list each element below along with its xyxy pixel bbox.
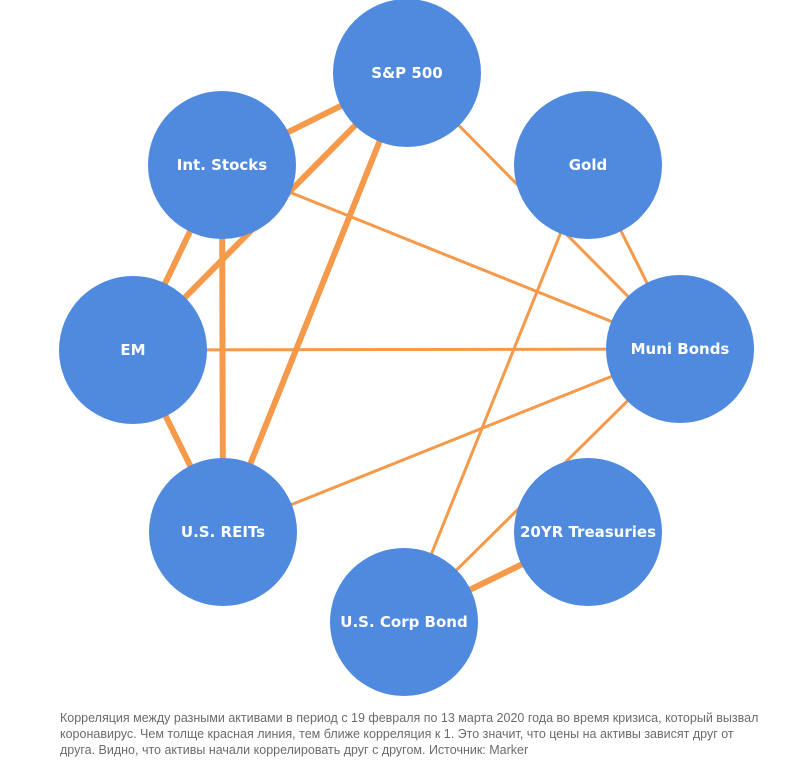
node-circle-intstocks <box>148 91 296 239</box>
node-label-em: EM <box>120 341 145 359</box>
node-intstocks: Int. Stocks <box>148 91 296 239</box>
edge-sp500-usreits <box>220 71 410 534</box>
node-circle-usreits <box>149 458 297 606</box>
node-circle-gold <box>514 91 662 239</box>
node-label-intstocks: Int. Stocks <box>177 156 267 174</box>
edge-gold-corpbond <box>402 164 590 623</box>
node-usreits: U.S. REITs <box>149 458 297 606</box>
node-circle-corpbond <box>330 548 478 696</box>
node-circle-treasuries <box>514 458 662 606</box>
node-treasuries: 20YR Treasuries <box>514 458 662 606</box>
node-label-sp500: S&P 500 <box>371 64 442 82</box>
edge-em-munibonds <box>132 347 681 352</box>
node-em: EM <box>59 276 207 424</box>
node-circle-sp500 <box>333 0 481 147</box>
node-label-usreits: U.S. REITs <box>181 523 265 541</box>
node-gold: Gold <box>514 91 662 239</box>
edge-usreits-munibonds <box>222 347 681 534</box>
node-sp500: S&P 500 <box>333 0 481 147</box>
node-label-gold: Gold <box>569 156 608 174</box>
node-corpbond: U.S. Corp Bond <box>330 548 478 696</box>
node-munibonds: Muni Bonds <box>606 275 754 423</box>
edge-intstocks-munibonds <box>221 163 681 351</box>
node-label-treasuries: 20YR Treasuries <box>520 523 656 541</box>
figure-caption: Корреляция между разными активами в пери… <box>60 711 759 757</box>
node-label-munibonds: Muni Bonds <box>631 340 730 358</box>
node-label-corpbond: U.S. Corp Bond <box>340 613 467 631</box>
node-circle-em <box>59 276 207 424</box>
node-circle-munibonds <box>606 275 754 423</box>
